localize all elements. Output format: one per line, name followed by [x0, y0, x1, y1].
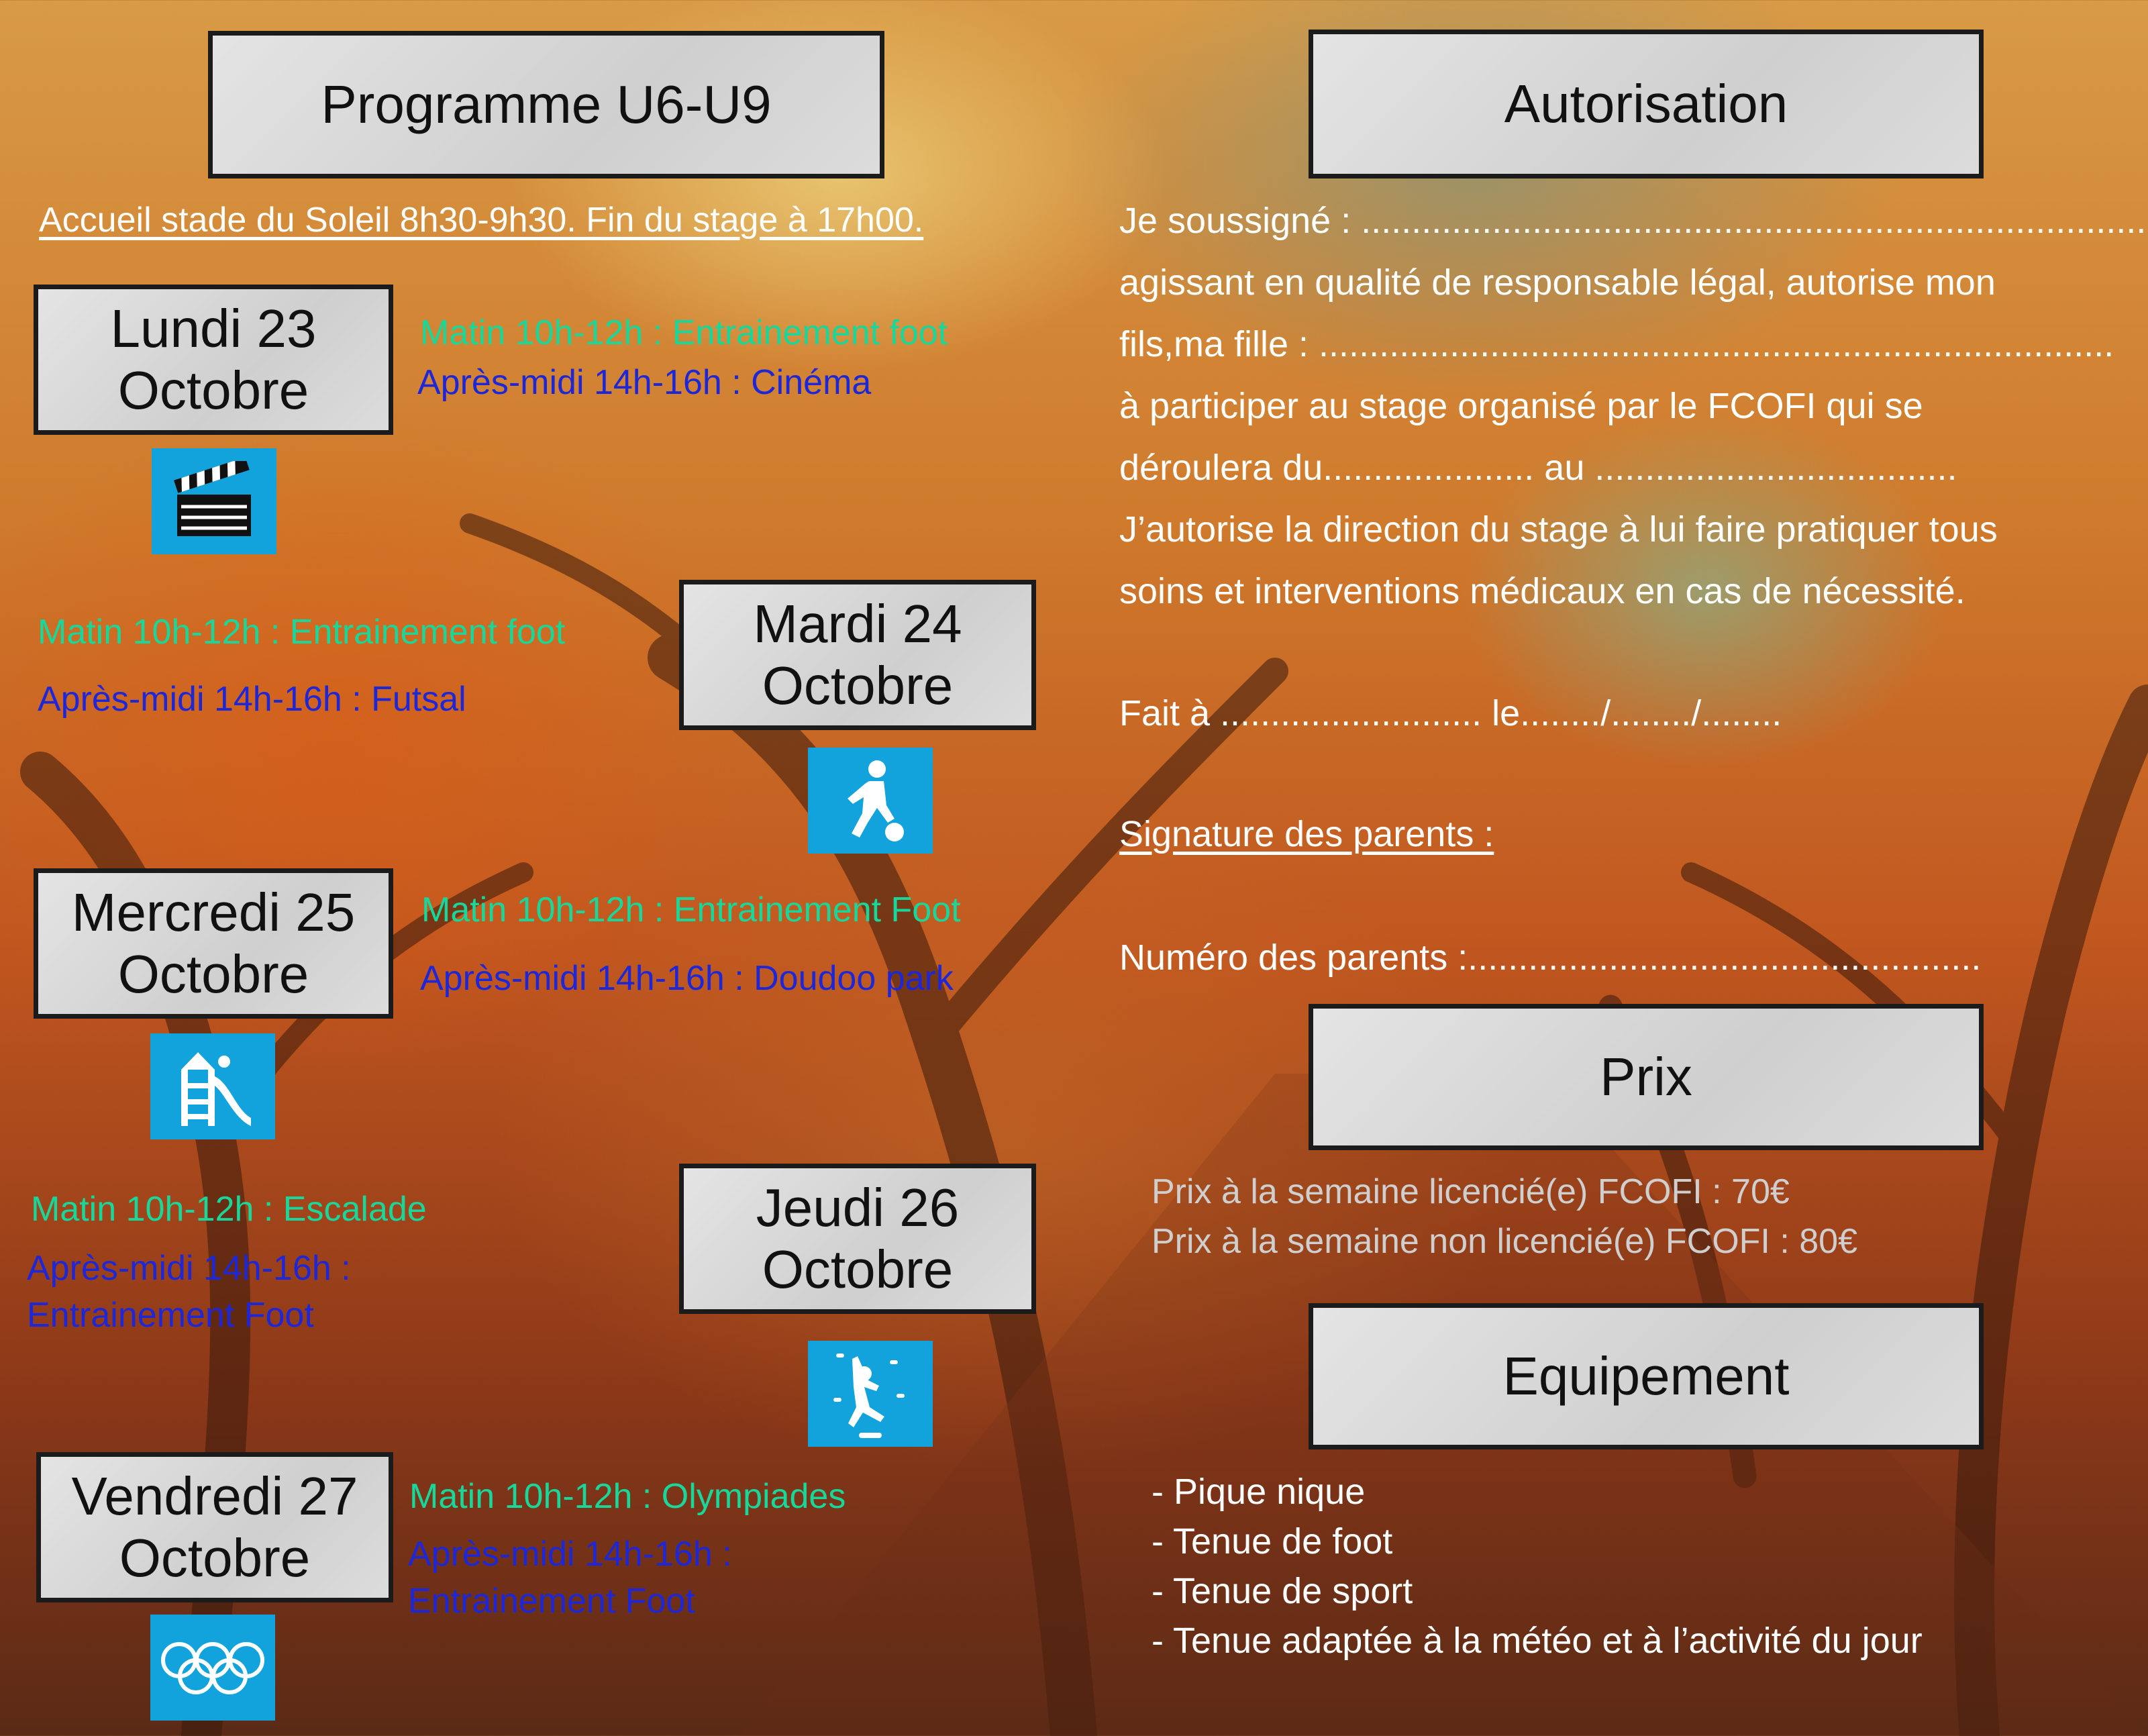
equipement-title: Equipement	[1502, 1346, 1790, 1406]
prix-title-box: Prix	[1309, 1004, 1984, 1150]
auth-line: déroulera du..................... au ...…	[1119, 448, 1957, 488]
day-date-line1: Mercredi 25	[71, 882, 356, 942]
day-date-line1: Lundi 23	[110, 299, 317, 358]
day-morning: Matin 10h-12h : Olympiades	[409, 1477, 846, 1516]
programme-title: Programme U6-U9	[321, 74, 772, 134]
day-date-line2: Octobre	[762, 656, 954, 715]
day-box-lundi: Lundi 23 Octobre	[34, 285, 393, 435]
autorisation-title-box: Autorisation	[1309, 30, 1984, 178]
day-date-line1: Vendredi 27	[71, 1466, 358, 1526]
fait-a-line: Fait à .......................... le....…	[1119, 693, 1782, 733]
football-player-icon	[808, 748, 933, 854]
clapperboard-icon	[152, 448, 276, 554]
intro-text: Accueil stade du Soleil 8h30-9h30. Fin d…	[39, 201, 924, 240]
day-date-line1: Jeudi 26	[756, 1178, 960, 1237]
day-date-line2: Octobre	[762, 1239, 954, 1299]
day-box-mardi: Mardi 24 Octobre	[679, 580, 1036, 730]
playground-slide-icon	[150, 1033, 275, 1139]
auth-line: soins et interventions médicaux en cas d…	[1119, 571, 1965, 611]
equipement-title-box: Equipement	[1309, 1303, 1984, 1449]
equipement-item: - Tenue de foot	[1152, 1521, 1393, 1562]
auth-line: à participer au stage organisé par le FC…	[1119, 386, 1923, 426]
auth-line: agissant en qualité de responsable légal…	[1119, 262, 1996, 303]
numero-parents-line: Numéro des parents :....................…	[1119, 937, 1982, 978]
prix-title: Prix	[1600, 1047, 1692, 1107]
day-afternoon-line2: Entrainement Foot	[27, 1296, 314, 1335]
prix-line: Prix à la semaine licencié(e) FCOFI : 70…	[1152, 1172, 1790, 1211]
equipement-item: - Pique nique	[1152, 1472, 1366, 1512]
day-afternoon: Après-midi 14h-16h : Doudoo park	[420, 959, 954, 998]
day-box-vendredi: Vendredi 27 Octobre	[36, 1452, 393, 1602]
day-afternoon-line2: Entrainement Foot	[408, 1582, 695, 1621]
day-date-line2: Octobre	[119, 1528, 311, 1588]
day-date-line2: Octobre	[117, 360, 309, 420]
day-afternoon-line1: Après-midi 14h-16h :	[408, 1535, 732, 1574]
signature-label: Signature des parents :	[1119, 814, 1494, 854]
auth-line: fils,ma fille : ........................…	[1119, 324, 2114, 364]
auth-line: J’autorise la direction du stage à lui f…	[1119, 509, 1998, 550]
prix-line: Prix à la semaine non licencié(e) FCOFI …	[1152, 1222, 1857, 1261]
day-box-jeudi: Jeudi 26 Octobre	[679, 1164, 1036, 1314]
equipement-item: - Tenue adaptée à la météo et à l’activi…	[1152, 1621, 1923, 1661]
climbing-icon	[808, 1341, 933, 1447]
day-morning: Matin 10h-12h : Entrainement Foot	[421, 890, 961, 929]
day-date-line1: Mardi 24	[753, 594, 962, 654]
olympic-rings-icon	[150, 1615, 275, 1721]
day-morning: Matin 10h-12h : Escalade	[31, 1190, 427, 1229]
day-morning: Matin 10h-12h : Entrainement foot	[420, 313, 948, 352]
day-afternoon: Après-midi 14h-16h : Futsal	[38, 680, 466, 719]
auth-line: Je soussigné : .........................…	[1119, 201, 2148, 241]
day-afternoon: Après-midi 14h-16h : Cinéma	[417, 363, 872, 402]
programme-title-box: Programme U6-U9	[208, 31, 884, 178]
autorisation-title: Autorisation	[1504, 74, 1788, 134]
day-afternoon-line1: Après-midi 14h-16h :	[27, 1249, 351, 1288]
equipement-item: - Tenue de sport	[1152, 1571, 1413, 1611]
day-morning: Matin 10h-12h : Entrainement foot	[38, 613, 566, 652]
day-box-mercredi: Mercredi 25 Octobre	[34, 868, 393, 1019]
day-date-line2: Octobre	[117, 944, 309, 1004]
